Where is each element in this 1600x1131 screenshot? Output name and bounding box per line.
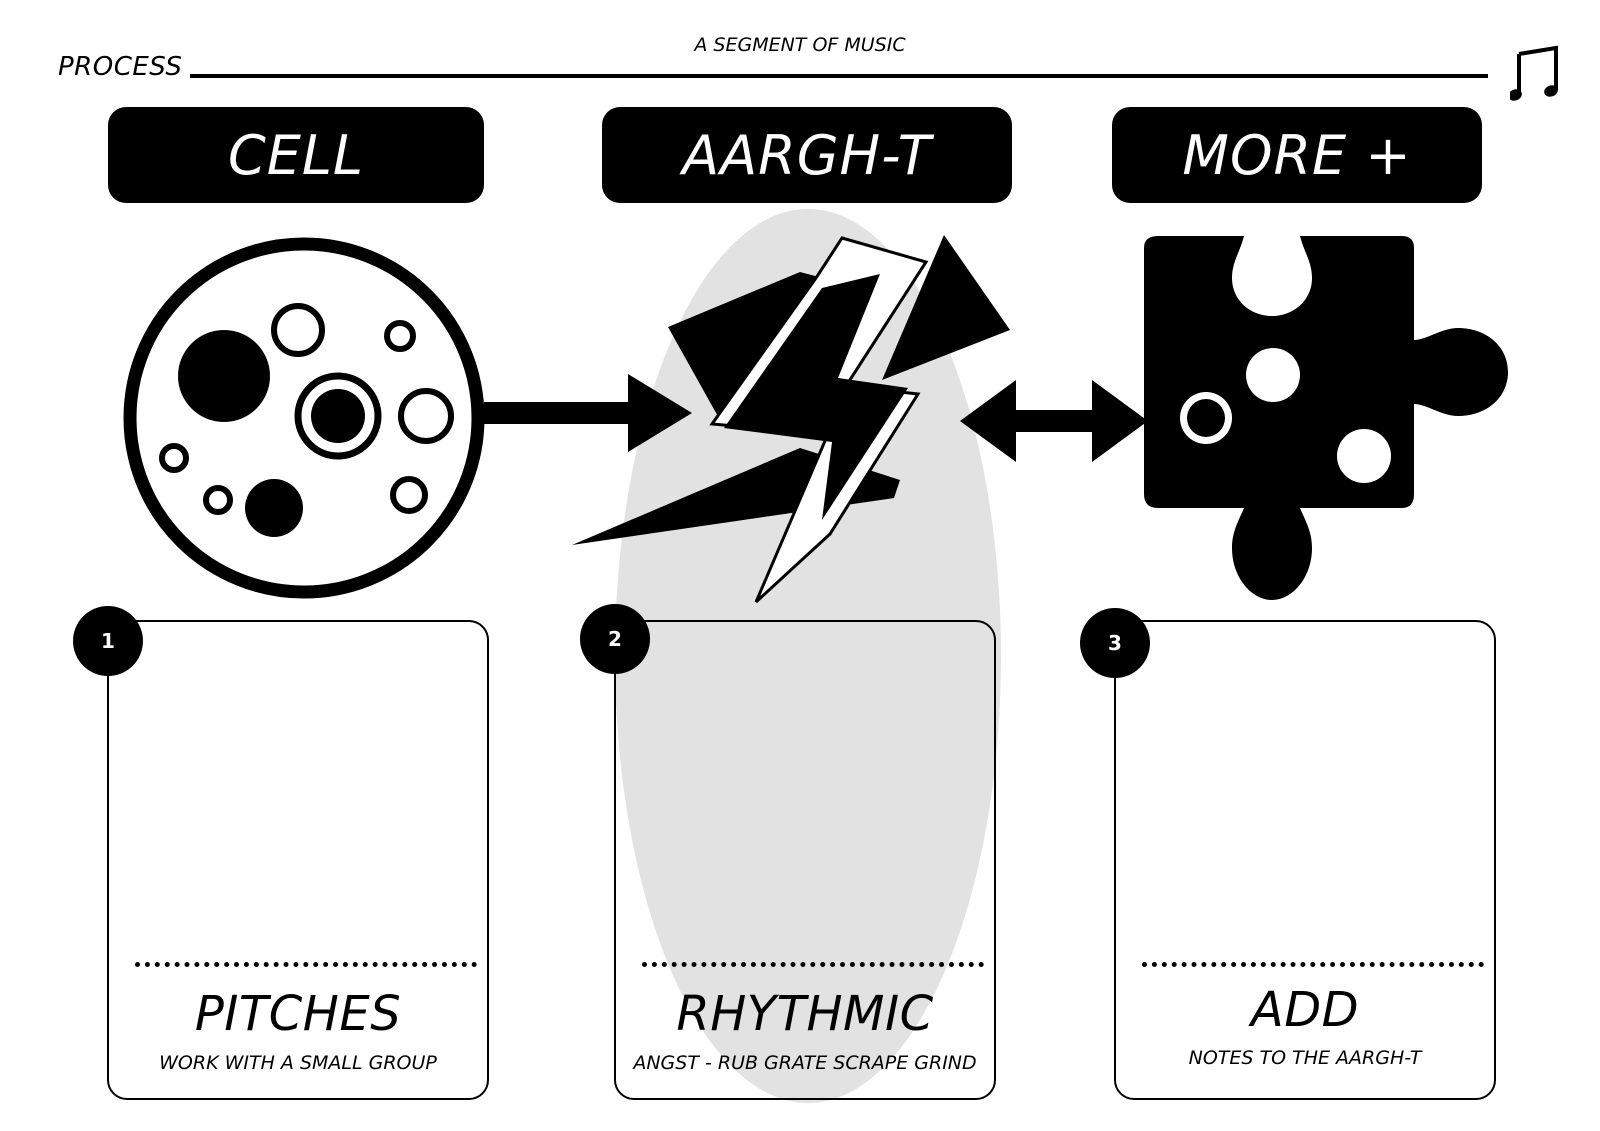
cell-icon <box>123 237 485 599</box>
step-box-pitches: PITCHES WORK WITH A SMALL GROUP <box>107 620 489 1100</box>
highlight-ellipse <box>615 209 1001 1103</box>
header-more: MORE + <box>1112 107 1482 203</box>
step-box-add: ADD NOTES TO THE AARGH-T <box>1114 620 1496 1100</box>
double-arrow-icon <box>960 380 1148 462</box>
header-divider <box>190 74 1488 78</box>
lightning-icon <box>572 235 1010 604</box>
step-box-rhythmic: RHYTHMIC ANGST - RUB GRATE SCRAPE GRIND <box>614 620 996 1100</box>
step-subtitle: WORK WITH A SMALL GROUP <box>159 1052 437 1074</box>
arrow-right-icon <box>484 374 692 452</box>
music-note-icon <box>1510 45 1558 101</box>
step-title: RHYTHMIC <box>676 986 934 1042</box>
step-number-badge: 1 <box>73 606 143 676</box>
step-number-badge: 2 <box>580 604 650 674</box>
header-aargh-t: AARGH-T <box>602 107 1012 203</box>
step-title: ADD <box>1250 982 1360 1038</box>
step-title: PITCHES <box>194 986 402 1042</box>
step-subtitle: ANGST - RUB GRATE SCRAPE GRIND <box>633 1052 977 1074</box>
puzzle-piece-icon <box>1144 236 1508 600</box>
dotted-divider <box>1142 962 1484 967</box>
dotted-divider <box>135 962 477 967</box>
step-number-badge: 3 <box>1080 608 1150 678</box>
dotted-divider <box>642 962 984 967</box>
process-label: PROCESS <box>58 52 183 82</box>
header-cell: CELL <box>108 107 484 203</box>
segment-subtitle: A SEGMENT OF MUSIC <box>694 34 906 56</box>
step-subtitle: NOTES TO THE AARGH-T <box>1188 1047 1422 1069</box>
